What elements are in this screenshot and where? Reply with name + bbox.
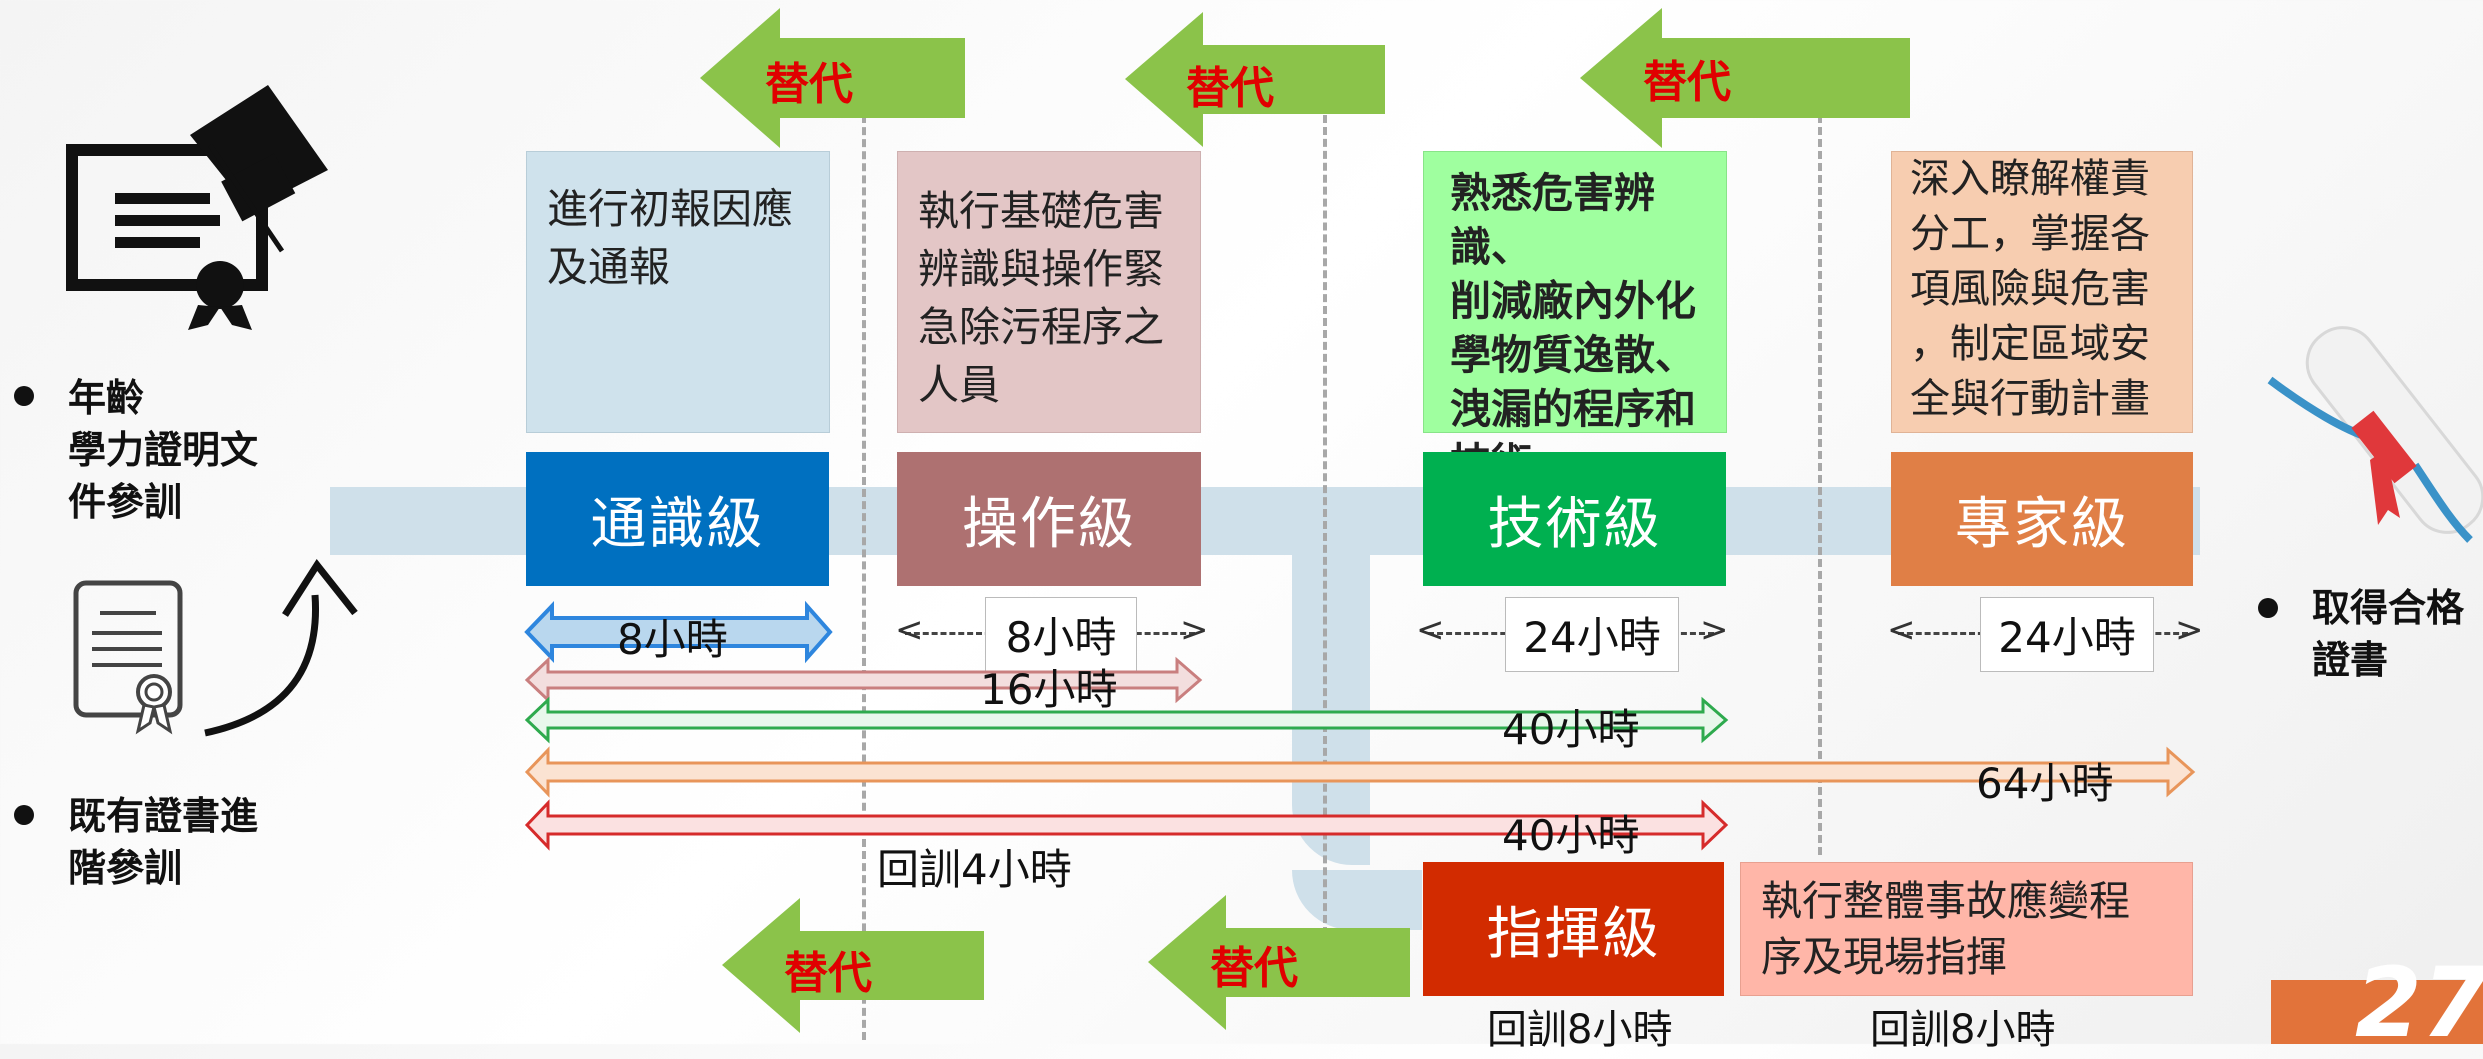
bullet-age-qualification: 年齡 學力證明文 件參訓: [68, 376, 259, 524]
arrowhead-right: >: [2175, 610, 2204, 650]
page-number-bar: [2271, 980, 2483, 1044]
hours-expert: 24小時: [1980, 597, 2154, 672]
separator-3: [1818, 115, 1822, 855]
replace-label-bottom-1: 替代: [784, 948, 872, 999]
bullet-existing-certificate: 既有證書進 階參訓: [68, 794, 259, 890]
command-description: 執行整體事故應變程 序及現場指揮: [1740, 862, 2193, 996]
diploma-scroll-icon: [2267, 326, 2483, 543]
level-command: 指揮級: [1423, 862, 1724, 996]
replace-label-top-3: 替代: [1643, 57, 1731, 108]
general-description: 進行初報因應 及通報: [526, 151, 830, 433]
replace-label-top-1: 替代: [765, 59, 853, 110]
replace-label-bottom-2: 替代: [1210, 943, 1298, 994]
bullet: [2258, 598, 2278, 618]
bar-40h-red: [524, 799, 1729, 851]
technical-description: 熟悉危害辨識、 削減廠內外化 學物質逸散、 洩漏的程序和 技術: [1423, 151, 1727, 487]
replace-arrow-top-2: [1125, 12, 1385, 147]
arrowhead-left: <: [1416, 610, 1445, 650]
hours-technical: 24小時: [1505, 597, 1679, 672]
replace-arrow-top-1: [700, 8, 965, 148]
bar-label-16h: 16小時: [980, 665, 1118, 714]
replace-arrow-bottom-2: [1148, 895, 1410, 1030]
separator-1: [862, 115, 866, 1040]
arrowhead-left: <: [1887, 610, 1916, 650]
refresher-expert: 回訓8小時: [1870, 1007, 2056, 1053]
certificate-graduation-icon: [66, 85, 328, 330]
curved-up-arrow-icon: [204, 558, 358, 737]
document-certificate-icon: [73, 580, 183, 735]
replace-arrow-top-3: [1580, 8, 1910, 148]
hours-operation: 8小時: [985, 597, 1137, 672]
level-general: 通識級: [526, 452, 829, 586]
bar-8h: [524, 600, 833, 664]
refresher-command: 回訓8小時: [1487, 1007, 1673, 1053]
arrowhead-right: >: [1180, 610, 1209, 650]
bullet: [14, 386, 34, 406]
bar-64h: [524, 746, 2196, 798]
replace-arrow-bottom-1: [722, 898, 984, 1033]
bar-label-64h: 64小時: [1976, 759, 2114, 808]
operation-description: 執行基礎危害 辨識與操作緊 急除污程序之 人員: [897, 151, 1201, 433]
level-expert: 專家級: [1891, 452, 2193, 586]
bar-label-8h: 8小時: [617, 615, 728, 664]
bullet: [14, 805, 34, 825]
bar-label-40h-green: 40小時: [1502, 705, 1640, 754]
arrowhead-left: <: [895, 610, 924, 650]
refresher-operation: 回訓4小時: [877, 845, 1072, 894]
bullet-obtain-certificate: 取得合格 證書: [2312, 586, 2465, 682]
command-connector-vertical: [1292, 555, 1370, 865]
bar-40h-green: [524, 696, 1729, 744]
replace-label-top-2: 替代: [1186, 63, 1274, 114]
separator-2: [1323, 115, 1327, 935]
page-number: 27: [2355, 947, 2483, 1059]
arrowhead-right: >: [1700, 610, 1729, 650]
level-operation: 操作級: [897, 452, 1201, 586]
bar-16h: [524, 656, 1203, 704]
level-technical: 技術級: [1423, 452, 1726, 586]
expert-description: 深入瞭解權責 分工，掌握各 項風險與危害 ，制定區域安 全與行動計畫: [1891, 151, 2193, 433]
bar-label-40h-red: 40小時: [1502, 811, 1640, 860]
